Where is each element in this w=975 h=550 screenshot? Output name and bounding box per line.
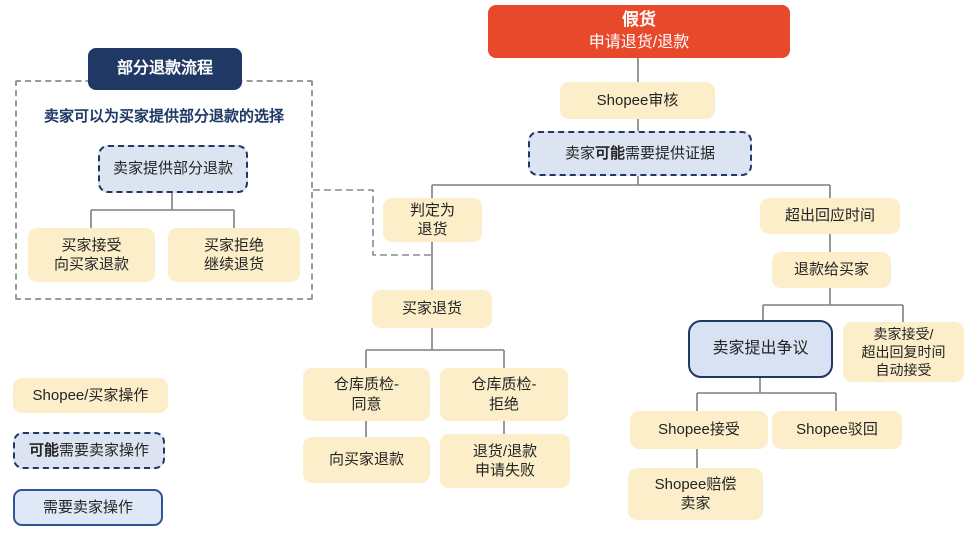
legend-need-seller-action: 需要卖家操作 bbox=[13, 489, 163, 526]
node-refund-to-buyer-right: 退款给买家 bbox=[772, 252, 891, 288]
node-buyer-return: 买家退货 bbox=[372, 290, 492, 328]
legend-maybe-bold: 可能 bbox=[28, 441, 59, 459]
node-over-response-time: 超出回应时间 bbox=[760, 198, 900, 234]
node-shopee-reject: Shopee驳回 bbox=[772, 411, 902, 449]
partial-refund-subtitle: 卖家可以为买家提供部分退款的选择 bbox=[43, 108, 284, 125]
node-buyer-accept-refund: 买家接受 向买家退款 bbox=[28, 228, 155, 282]
evidence-text-post: 需要提供证据 bbox=[625, 144, 716, 162]
evidence-text-pre: 卖家 bbox=[564, 144, 595, 162]
node-seller-dispute: 卖家提出争议 bbox=[688, 320, 833, 378]
partial-refund-title: 部分退款流程 bbox=[88, 48, 242, 90]
node-offer-partial-refund: 卖家提供部分退款 bbox=[98, 145, 248, 193]
node-seller-accept-auto: 卖家接受/ 超出回复时间 自动接受 bbox=[843, 322, 964, 382]
legend-maybe-post: 需要卖家操作 bbox=[59, 441, 150, 459]
node-refund-to-buyer-mid: 向买家退款 bbox=[303, 437, 430, 483]
node-shopee-compensate: Shopee赔偿 卖家 bbox=[628, 468, 763, 520]
node-counterfeit-request: 假货 申请退货/退款 bbox=[488, 5, 790, 58]
legend-shopee-buyer-action: Shopee/买家操作 bbox=[13, 378, 168, 413]
node-shopee-review: Shopee审核 bbox=[560, 82, 715, 119]
node-judged-return: 判定为 退货 bbox=[383, 198, 482, 242]
counterfeit-title: 假货 bbox=[622, 10, 656, 30]
evidence-text-bold: 可能 bbox=[594, 144, 625, 162]
node-qc-reject: 仓库质检- 拒绝 bbox=[440, 368, 568, 421]
node-seller-evidence: 卖家可能需要提供证据 bbox=[528, 131, 752, 176]
legend-maybe-seller-action: 可能需要卖家操作 bbox=[13, 432, 165, 469]
node-apply-failed: 退货/退款 申请失败 bbox=[440, 434, 570, 488]
node-shopee-accept: Shopee接受 bbox=[630, 411, 768, 449]
node-qc-agree: 仓库质检- 同意 bbox=[303, 368, 430, 421]
counterfeit-subtitle: 申请退货/退款 bbox=[588, 34, 690, 52]
node-buyer-reject-continue: 买家拒绝 继续退货 bbox=[168, 228, 300, 282]
